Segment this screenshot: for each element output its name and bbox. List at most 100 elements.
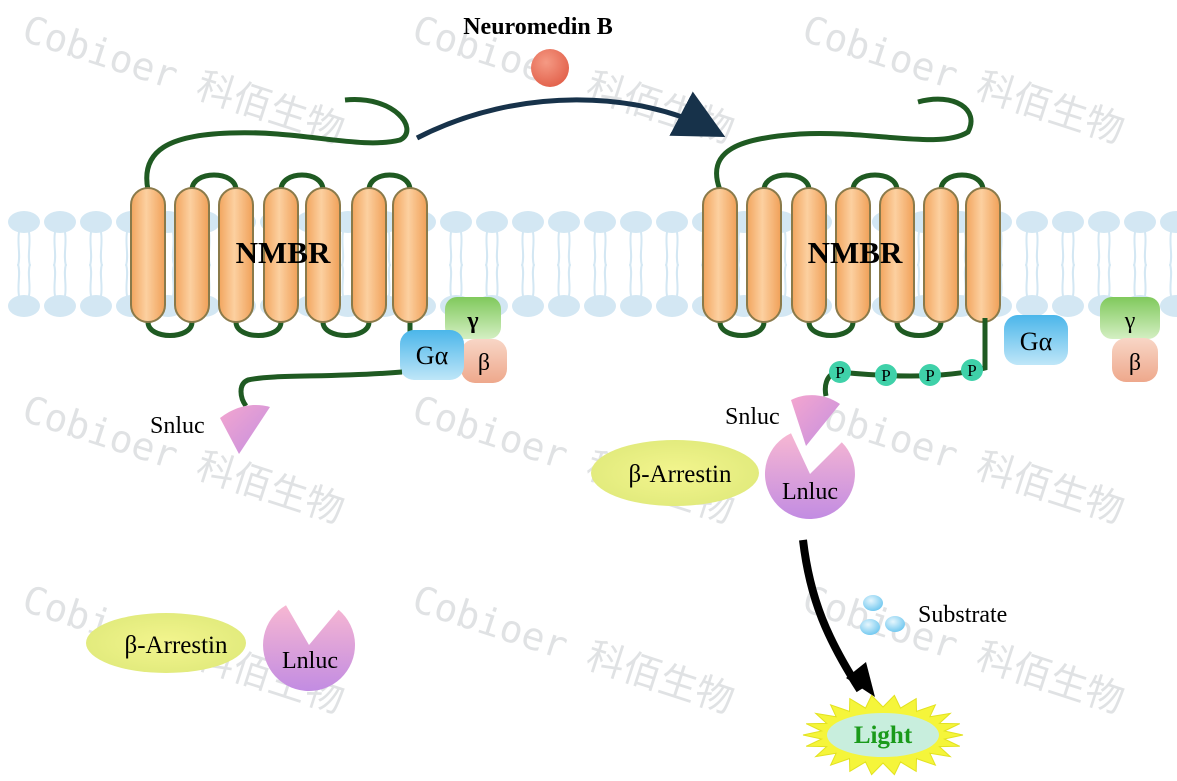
transmembrane-helix (218, 187, 254, 323)
g-protein-left: γ β Gα (400, 297, 507, 383)
lnluc-label-right: Lnluc (782, 479, 838, 505)
receptor-loops-right (714, 96, 986, 338)
snluc-right (791, 395, 840, 446)
g-protein-right: Gα γ β (1004, 297, 1160, 382)
g-beta-right (1112, 338, 1158, 382)
transmembrane-helix (879, 187, 915, 323)
snluc-left (220, 404, 270, 454)
intracellular-loop (806, 321, 856, 338)
snluc-label-left: Snluc (150, 413, 205, 439)
reaction-arrow-head (846, 662, 875, 697)
transmembrane-helix (791, 187, 827, 323)
lipid-pair (620, 211, 652, 317)
phosphate-group: P (961, 359, 983, 381)
transmembrane-helices-left (130, 187, 428, 323)
g-beta-label-left: β (478, 350, 490, 376)
phosphate-label: P (925, 366, 934, 385)
g-alpha-label-left: Gα (416, 341, 449, 370)
lnluc-left (263, 605, 356, 692)
transmembrane-helix (965, 187, 1001, 323)
transmembrane-helix (351, 187, 387, 323)
c-terminal-tail-right (822, 318, 988, 397)
watermark-text: Cobioer 科佰生物 (797, 7, 1129, 152)
transmembrane-helix (305, 187, 341, 323)
transmembrane-helices-right (702, 187, 1001, 323)
intracellular-loop (894, 321, 944, 338)
extracellular-loop (278, 172, 326, 191)
n-terminal-loop (144, 97, 410, 191)
transmembrane-helix (702, 187, 738, 323)
activation-arrow (415, 91, 726, 141)
g-gamma-left (445, 297, 501, 339)
extracellular-loop (938, 172, 986, 191)
ligand-label: Neuromedin B (463, 14, 613, 40)
light-label: Light (854, 722, 913, 749)
g-alpha-left (400, 330, 464, 380)
lipid-pair (1052, 211, 1084, 317)
lipid-pair (1160, 211, 1177, 317)
reaction-arrow (799, 539, 864, 693)
snluc-label-right: Snluc (725, 404, 780, 430)
transmembrane-helix (835, 187, 871, 323)
lipid-pair (44, 211, 76, 317)
watermark-text: Cobioer 科佰生物 (407, 577, 739, 722)
c-terminal-tail-left (238, 369, 403, 408)
extracellular-loop (850, 172, 900, 191)
beta-arrestin-label-right: β-Arrestin (629, 461, 732, 488)
watermark-text: Cobioer 科佰生物 (797, 577, 1129, 722)
beta-arrestin-left (86, 613, 246, 673)
extracellular-loop (189, 172, 239, 191)
lipid-pair (656, 211, 688, 317)
substrate-icon (860, 595, 905, 635)
neuromedin-b-ligand (531, 49, 569, 87)
g-gamma-label-right: γ (1124, 308, 1136, 334)
n-terminal-loop (714, 96, 974, 191)
intracellular-loop (233, 321, 284, 338)
g-gamma-right (1100, 297, 1160, 339)
phosphate-label: P (881, 366, 890, 385)
phosphate-group: P (829, 361, 851, 383)
lipid-pair (8, 211, 40, 317)
watermark-text: Cobioer 科佰生物 (17, 387, 349, 532)
receptor-label-right: NMBR (808, 235, 903, 270)
beta-arrestin-label-left: β-Arrestin (125, 632, 228, 659)
g-gamma-label-left: γ (466, 308, 478, 334)
transmembrane-helix (130, 187, 166, 323)
lipid-pair (80, 211, 112, 317)
g-alpha-right (1004, 315, 1068, 365)
receptor-loops-left (144, 97, 413, 338)
lipid-pair (512, 211, 544, 317)
transmembrane-helix (174, 187, 210, 323)
beta-arrestin-right (591, 440, 759, 506)
extracellular-loop (761, 172, 812, 191)
phosphate-group: P (919, 364, 941, 386)
intracellular-loop (145, 321, 195, 338)
substrate-label: Substrate (918, 602, 1007, 628)
nmbr-receptor-right: NMBR (702, 96, 1001, 338)
light-core (827, 713, 939, 757)
extracellular-loop (366, 172, 413, 191)
watermark-text: Cobioer 科佰生物 (17, 7, 349, 152)
lipid-pair (584, 211, 616, 317)
intracellular-loop (320, 321, 372, 338)
intracellular-loop (717, 321, 767, 338)
transmembrane-helix (923, 187, 959, 323)
g-beta-label-right: β (1129, 350, 1141, 376)
receptor-label-left: NMBR (236, 235, 331, 270)
lnluc-right (764, 433, 855, 520)
transmembrane-helix (392, 187, 428, 323)
phosphate-label: P (967, 361, 976, 380)
g-alpha-label-right: Gα (1020, 327, 1053, 356)
transmembrane-helix (746, 187, 782, 323)
lipid-pair (1016, 211, 1048, 317)
nmbr-receptor-left: NMBR (130, 97, 428, 338)
lipid-pair (548, 211, 580, 317)
phosphate-label: P (835, 363, 844, 382)
g-beta-left (461, 339, 507, 383)
phosphate-group: P (875, 364, 897, 386)
transmembrane-helix (263, 187, 299, 323)
lnluc-label-left: Lnluc (282, 648, 338, 674)
